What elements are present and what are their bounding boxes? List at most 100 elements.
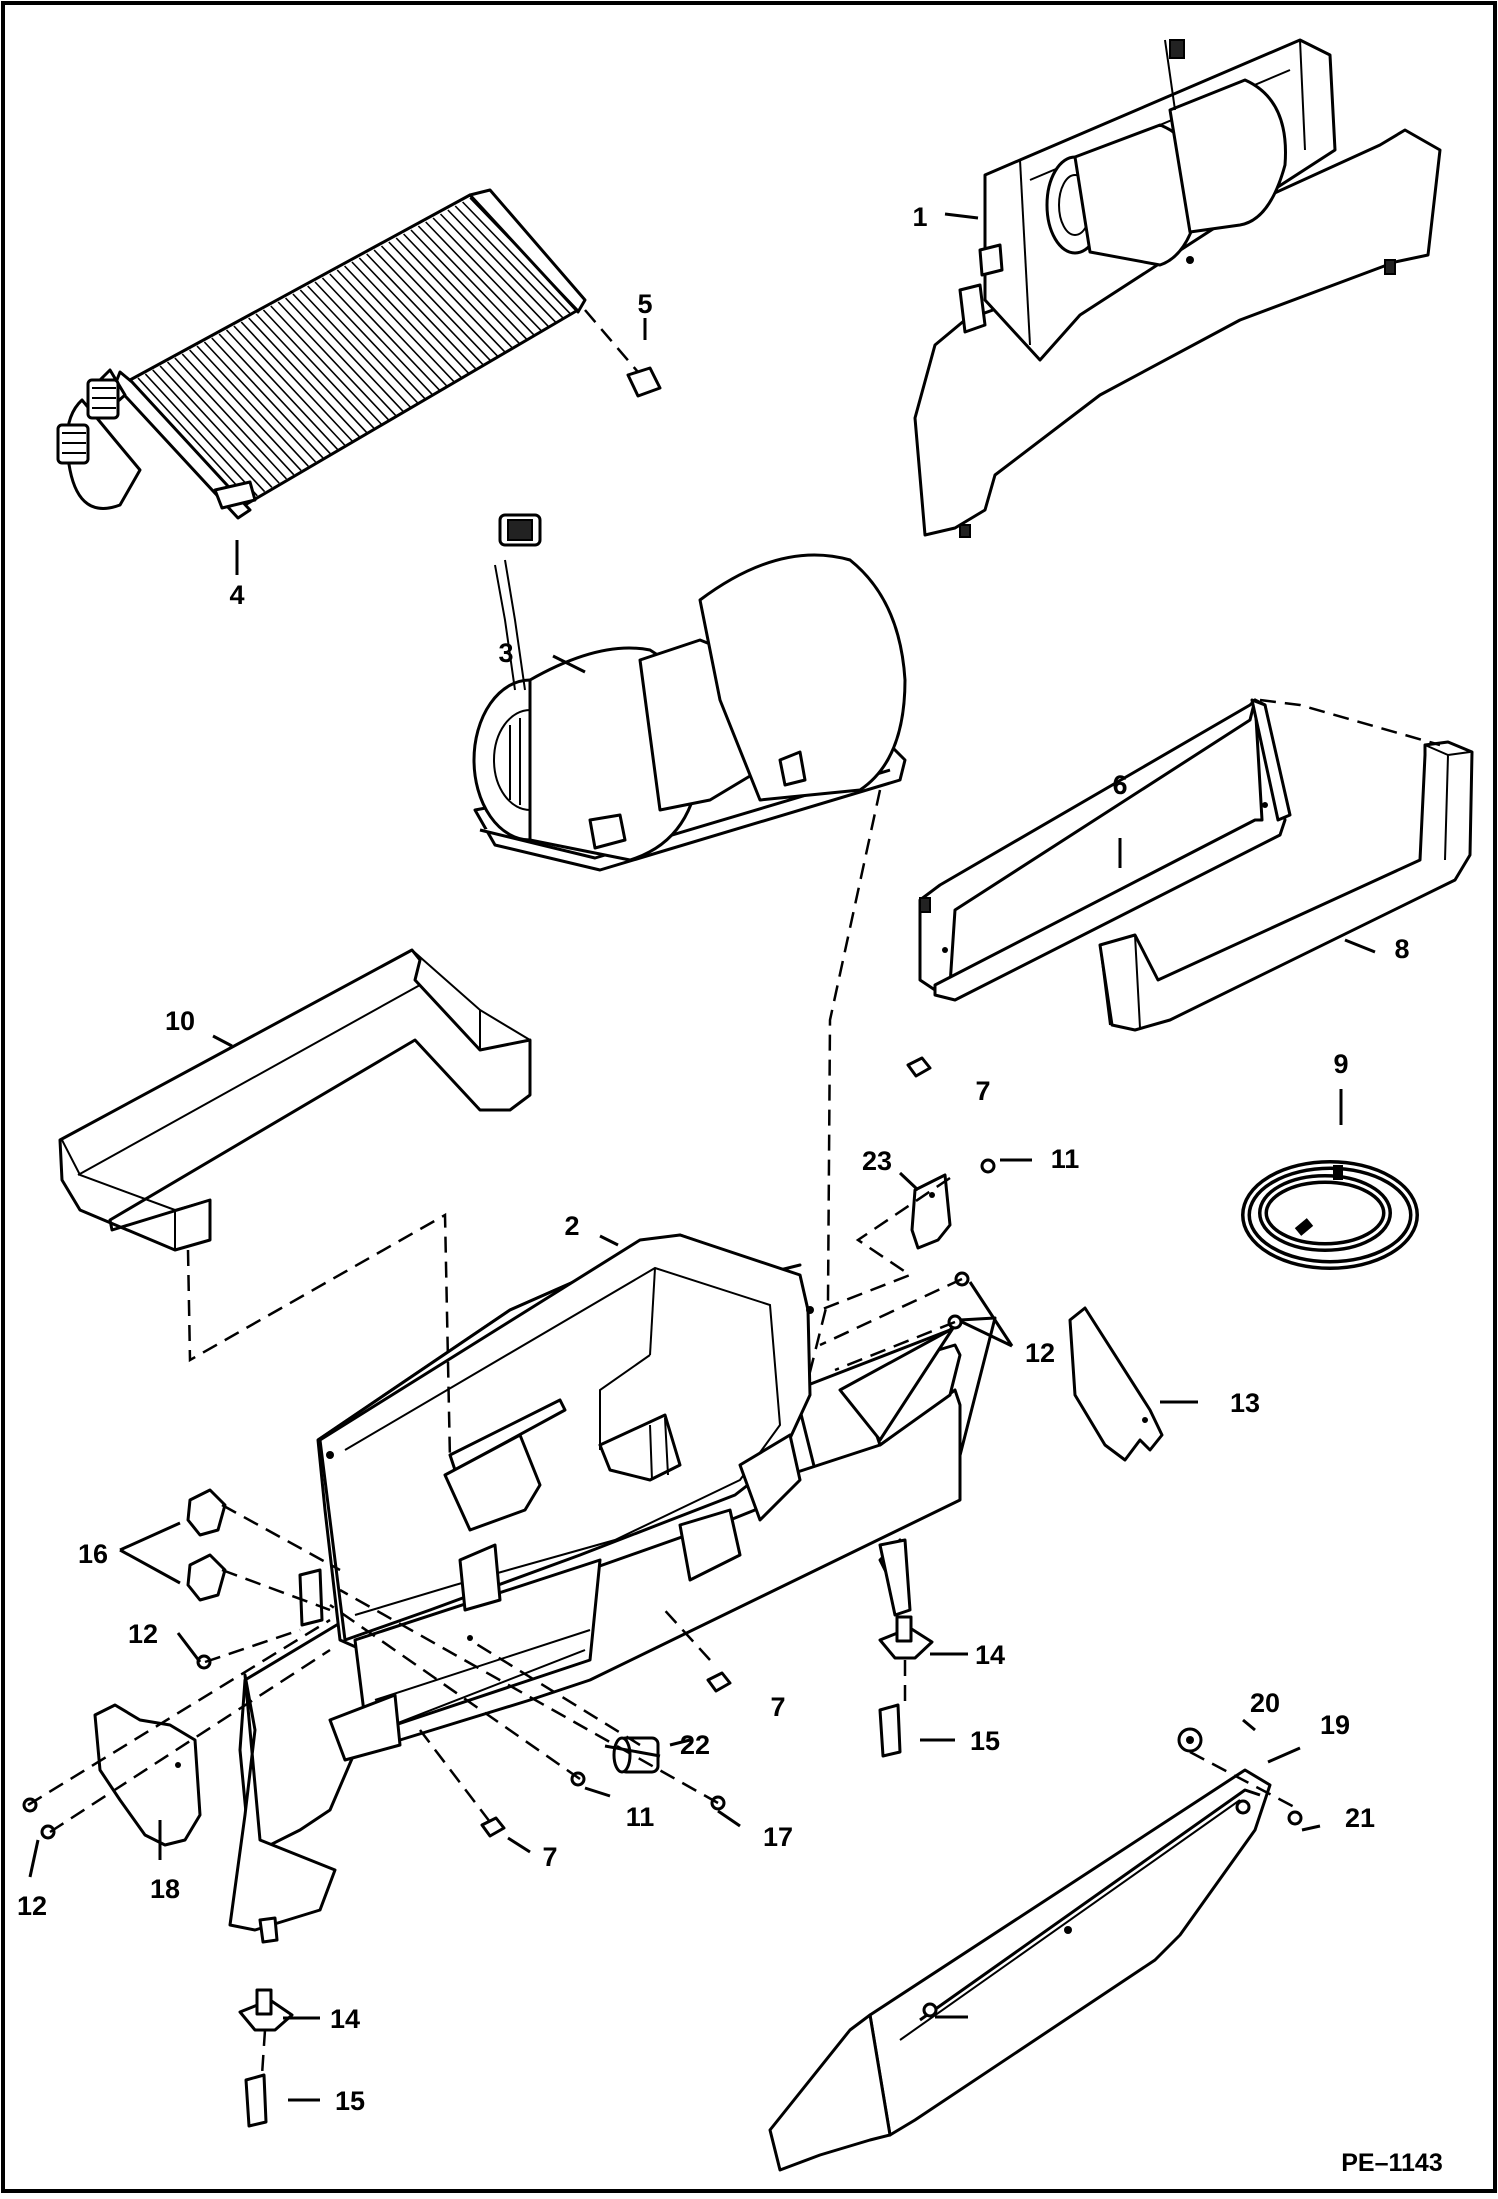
- callout-12-a: 12: [1025, 1338, 1055, 1368]
- callout-12-c: 12: [17, 1891, 47, 1921]
- blower-motor-icon: [472, 513, 907, 872]
- callout-10: 10: [165, 1006, 195, 1036]
- heater-core-fin: [380, 245, 492, 362]
- heater-core-fin: [270, 305, 382, 425]
- callout-12-b: 12: [128, 1619, 158, 1649]
- heater-core-fin: [336, 269, 448, 387]
- callout-11-a: 11: [1051, 1144, 1080, 1174]
- callout-15-b: 15: [335, 2086, 365, 2116]
- heater-core-fin: [410, 229, 521, 345]
- callout-8: 8: [1394, 934, 1409, 964]
- drawing-code: PE–1143: [1341, 2149, 1443, 2177]
- callout-18: 18: [150, 1874, 180, 1904]
- heater-core-fin: [255, 313, 368, 433]
- heater-core-fin: [277, 301, 390, 421]
- heater-core-fin: [159, 365, 273, 488]
- callout-1: 1: [912, 202, 927, 232]
- heater-core-fin: [447, 209, 557, 324]
- leader-lines: [28, 212, 1376, 2102]
- cover-plate-icon: [1068, 1306, 1164, 1462]
- callout-labels: 1 2 3 4 5 6 7 7 7 7 8 9 10 11 11 12 12 1…: [17, 202, 1410, 2116]
- callout-15-a: 15: [970, 1726, 1000, 1756]
- heater-core-fin: [292, 293, 404, 412]
- callout-17: 17: [763, 1822, 793, 1852]
- callout-13: 13: [1230, 1388, 1260, 1418]
- callout-4: 4: [229, 580, 244, 610]
- clip-icon: [480, 1056, 932, 1838]
- grommet-icon: [1177, 1727, 1203, 1753]
- heater-core-fin: [299, 289, 411, 408]
- heater-core-fin: [211, 337, 324, 459]
- callout-14-a: 14: [975, 1640, 1005, 1670]
- callout-7-c: 7: [542, 1842, 557, 1872]
- heater-core-fin: [166, 361, 280, 484]
- heater-core-fin: [174, 357, 288, 480]
- u-bracket-icon: [918, 698, 1292, 1002]
- callout-21: 21: [1345, 1803, 1375, 1833]
- heater-core-fin: [439, 213, 550, 328]
- heater-core-fin: [262, 309, 375, 429]
- heater-core-fin: [462, 201, 572, 315]
- coiled-hose-icon: [1241, 1160, 1419, 1270]
- bracket-icon: [910, 1173, 952, 1250]
- heater-core-fin: [329, 273, 441, 391]
- heater-core-fin: [203, 341, 317, 463]
- heater-core-icon: [56, 188, 587, 520]
- heater-core-fin: [248, 317, 360, 438]
- heater-core-fin: [432, 217, 543, 332]
- callout-3: 3: [498, 638, 513, 668]
- heater-core-fin: [373, 249, 484, 366]
- heater-core-fin: [307, 285, 419, 404]
- hose-clamp-icon: [238, 1615, 934, 2032]
- heater-core-fin: [144, 373, 258, 497]
- heater-core-fin: [395, 237, 506, 353]
- heater-core-fin: [189, 349, 302, 471]
- tab-icon: [244, 1703, 902, 2128]
- foam-pad-icon: [626, 366, 662, 398]
- callout-16: 16: [78, 1539, 108, 1569]
- heater-core-fin: [240, 321, 353, 442]
- heater-core-fin: [425, 221, 535, 336]
- heater-core-fin: [351, 261, 462, 379]
- heater-core-fin: [454, 205, 564, 319]
- heater-housing-assembly-icon: [913, 38, 1442, 538]
- callout-6: 6: [1112, 770, 1127, 800]
- callout-20: 20: [1250, 1688, 1280, 1718]
- heater-core-fin: [321, 277, 433, 395]
- heater-core-fin: [314, 281, 426, 400]
- callout-9: 9: [1333, 1049, 1348, 1079]
- heater-core-fin: [284, 297, 397, 417]
- heater-core-fin: [196, 345, 309, 467]
- heater-core-fin: [358, 257, 470, 374]
- callout-11-b: 11: [626, 1802, 655, 1832]
- heater-core-fin: [152, 369, 266, 493]
- heater-core-fin: [366, 253, 477, 370]
- foam-gasket-icon: [58, 948, 532, 1252]
- callout-2: 2: [564, 1211, 579, 1241]
- end-plate-icon: [93, 1703, 202, 1847]
- heater-core-fin: [403, 233, 513, 349]
- heater-core-fins: [137, 197, 579, 501]
- heater-core-fin: [343, 265, 455, 383]
- u-foam-seal-icon: [1098, 740, 1474, 1032]
- heater-core-fin: [233, 325, 346, 446]
- callout-19: 19: [1320, 1710, 1350, 1740]
- heater-core-fin: [388, 241, 499, 357]
- heater-core-fin: [225, 329, 339, 450]
- callout-14-b: 14: [330, 2004, 360, 2034]
- callout-23: 23: [862, 1146, 892, 1176]
- side-cover-panel-icon: [768, 1768, 1272, 2172]
- heater-box-icon: [228, 1233, 997, 1944]
- heater-core-fin: [469, 197, 579, 311]
- heater-core-fin: [218, 333, 331, 455]
- callout-5: 5: [637, 289, 652, 319]
- callout-22: 22: [680, 1730, 710, 1760]
- callout-7-a: 7: [975, 1076, 990, 1106]
- callout-7-b: 7: [770, 1692, 785, 1722]
- heater-core-fin: [417, 225, 528, 341]
- heater-core-fin: [181, 353, 295, 476]
- heater-core-fin: [137, 377, 251, 501]
